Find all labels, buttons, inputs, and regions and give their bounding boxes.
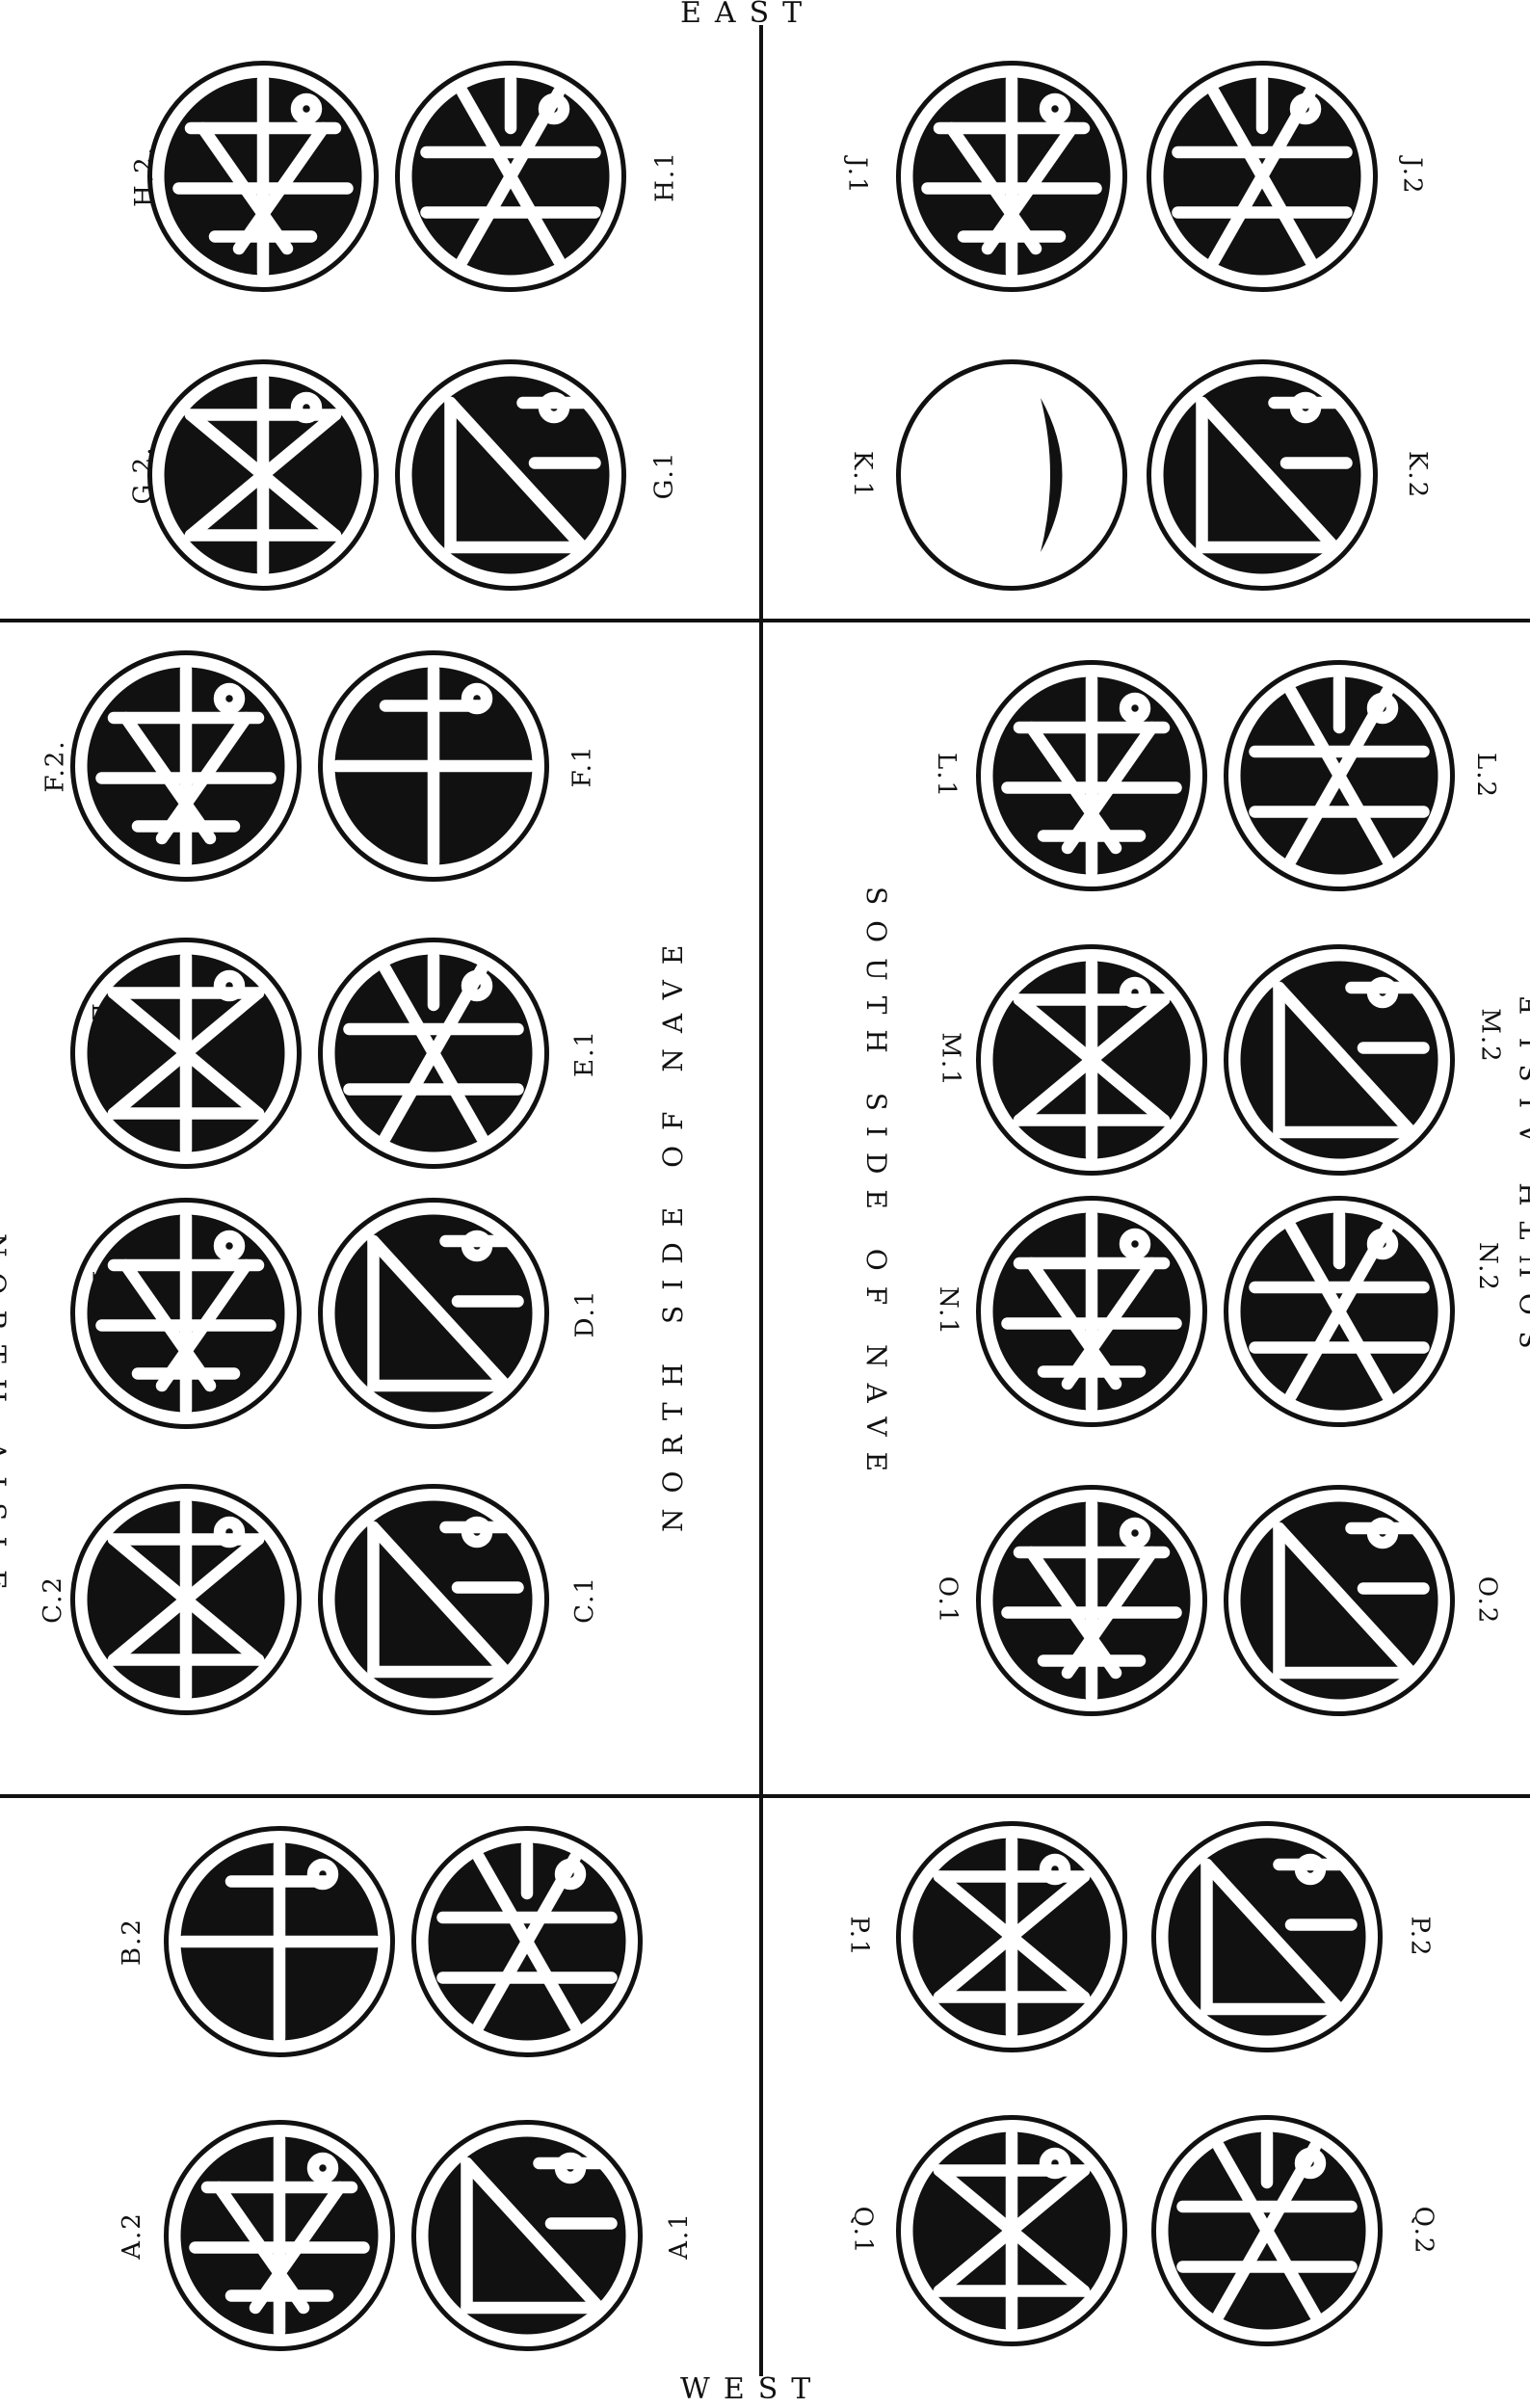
label-n2: N.2	[1473, 1242, 1502, 1292]
divider-east-left	[0, 619, 761, 622]
roundel-b2	[159, 1821, 400, 2062]
roundel-n1	[971, 1191, 1212, 1432]
label-o1: O.1	[933, 1576, 962, 1626]
caption-south-side-of-nave: SOUTH SIDE OF NAVE	[860, 886, 892, 1487]
roundel-n2	[1219, 1191, 1460, 1432]
label-h1: H.1	[651, 150, 680, 201]
label-e1: E.1	[570, 1029, 599, 1077]
roundel-p2	[1147, 1816, 1387, 2057]
roundel-g2	[143, 355, 383, 595]
divider-east-right	[761, 619, 1530, 622]
label-h2: H.2.	[130, 146, 159, 207]
compass-east-label: EAST	[680, 0, 815, 30]
label-q1: Q.1	[848, 2207, 877, 2256]
label-o2: O.2	[1472, 1576, 1501, 1626]
roundel-f1	[313, 646, 554, 886]
label-j1: J.1	[843, 157, 872, 195]
label-k2: K.2	[1403, 451, 1432, 499]
roundel-g1	[390, 355, 631, 595]
caption-north-aisle: NORTH AISLE	[0, 1233, 12, 1605]
roundel-e1	[313, 933, 554, 1174]
roundel-j2	[1142, 56, 1383, 297]
label-f2: F.2.	[41, 739, 70, 792]
roundel-h1	[390, 56, 631, 297]
label-k1: K.1	[848, 451, 877, 499]
label-p1: P.1	[845, 1916, 874, 1957]
label-m2: M.2	[1476, 1008, 1505, 1063]
roundel-q2	[1147, 2110, 1387, 2351]
roundel-m2	[1219, 939, 1460, 1180]
roundel-h2	[143, 56, 383, 297]
roundel-j1	[891, 56, 1132, 297]
roundel-d1	[313, 1193, 554, 1434]
roundel-o1	[971, 1480, 1212, 1721]
label-a2: A.2	[118, 2211, 146, 2260]
caption-north-side-of-nave: NORTH SIDE OF NAVE	[657, 930, 689, 1532]
roundel-c1	[313, 1479, 554, 1720]
label-l1: L.1	[932, 753, 961, 799]
roundel-l1	[971, 655, 1212, 896]
label-g2: G.2.	[128, 446, 157, 505]
roundel-o2	[1219, 1480, 1460, 1721]
label-c2: C.2	[39, 1575, 67, 1624]
label-e2: E.2.	[86, 1003, 115, 1061]
roundel-a1	[407, 2115, 647, 2356]
label-d2: D.2.	[87, 1271, 116, 1330]
label-p2: P.2	[1406, 1916, 1435, 1957]
divider-west-right	[761, 1794, 1530, 1798]
roundel-k2	[1142, 355, 1383, 595]
divider-west-left	[0, 1794, 761, 1798]
label-q2: Q.2	[1409, 2207, 1438, 2256]
caption-south-aisle: SOUTH AISLE	[1515, 980, 1530, 1349]
label-l2: L.2	[1471, 753, 1500, 799]
roundel-a2	[159, 2115, 400, 2356]
label-f1: F.1	[567, 745, 596, 788]
label-d1: D.1	[570, 1289, 599, 1338]
label-g1: G.1	[649, 451, 678, 500]
roundel-f2	[66, 646, 306, 886]
roundel-k1	[891, 355, 1132, 595]
label-j2: J.2	[1398, 157, 1427, 195]
compass-west-label: WEST	[680, 2372, 824, 2406]
roundel-p1	[891, 1816, 1132, 2057]
label-c1: C.1	[570, 1575, 599, 1624]
roundel-q1	[891, 2110, 1132, 2351]
label-a1: A.1	[665, 2211, 694, 2260]
roundel-b-right	[407, 1821, 647, 2062]
roundel-m1	[971, 939, 1212, 1180]
central-axis-line	[759, 25, 763, 2376]
roundel-l2	[1219, 655, 1460, 896]
label-b2: B.2	[118, 1918, 146, 1966]
label-m1: M.1	[936, 1032, 965, 1087]
label-n1: N.1	[934, 1286, 963, 1336]
roundel-c2	[66, 1479, 306, 1720]
